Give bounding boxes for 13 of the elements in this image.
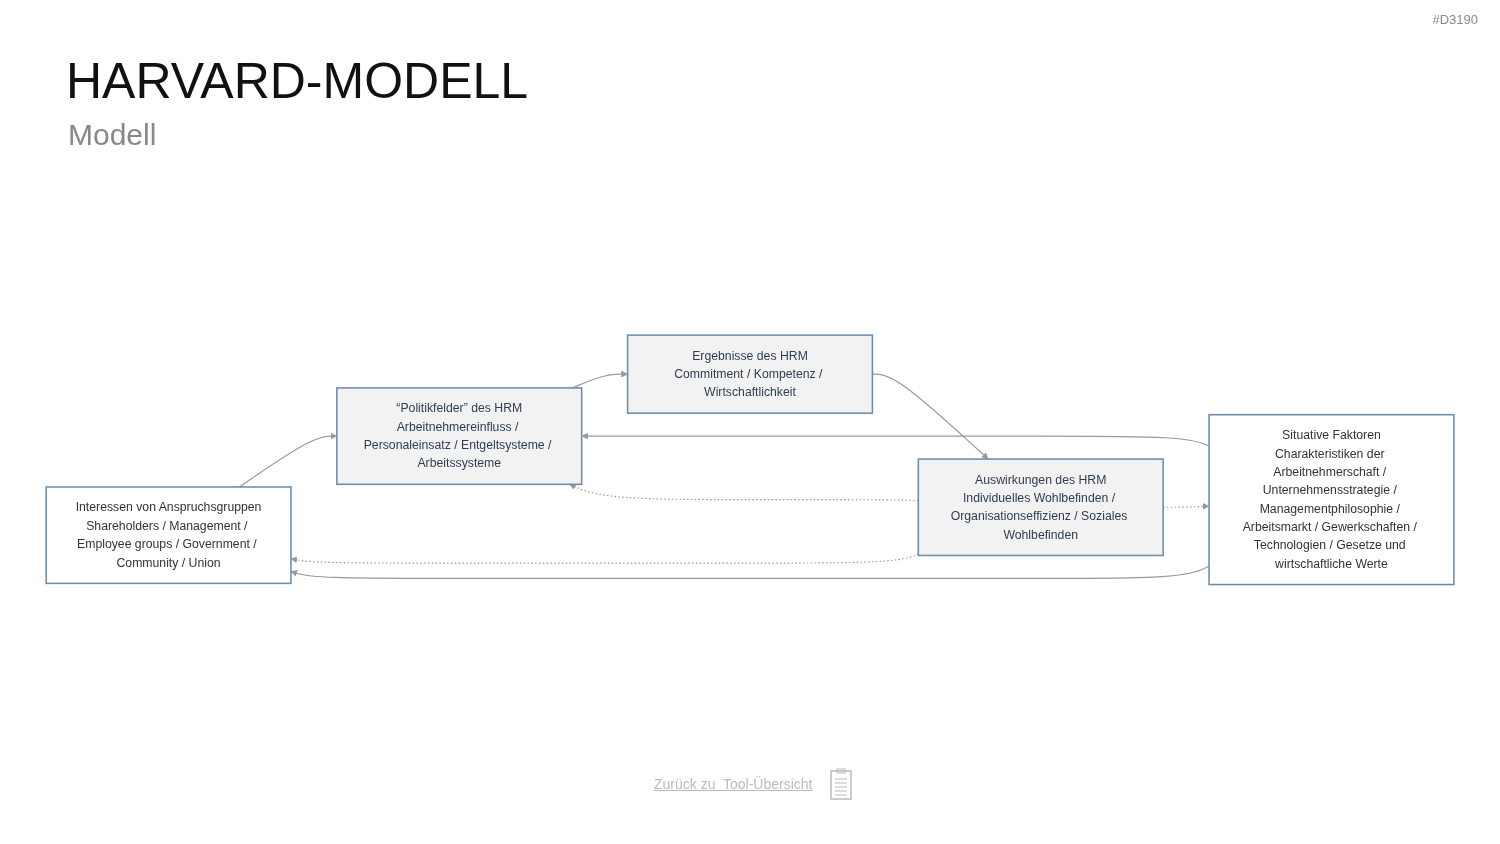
slide-code: #D3190: [1432, 12, 1478, 27]
subtitle: Modell: [68, 118, 157, 152]
arrow: [581, 432, 1210, 447]
node-box: Ergebnisse des HRM Commitment / Kompetenz / Wirtschaftlichkeit: [626, 334, 874, 415]
back-link: Zurück zu Tool-Übersicht: [654, 776, 813, 792]
node-box: Interessen von Anspruchsgruppen Shareholders / Management / Employee groups / Government / Community / Union: [45, 486, 292, 585]
node-box: “Politikfelder” des HRM Arbeitnehmereinfluss / Personaleinsatz / Entgeltsysteme / Arbeitssysteme: [336, 387, 583, 486]
arrow: [571, 370, 628, 389]
node-box: Situative Faktoren Charakteristiken der Arbeitnehmerschaft / Unternehmensstrategie / Managementphilosophie / Arbeitsmarkt / Gewerkschaften / Technologien / Gesetze und wirtschaftliche Werte: [1208, 414, 1455, 586]
arrow: [290, 553, 919, 564]
node-box: Auswirkungen des HRM Individuelles Wohlbefinden / Organisationseffizienz / Soziales Wohlbefinden: [917, 458, 1164, 557]
arrow: [290, 565, 1210, 580]
title: HARVARD-MODELL: [66, 52, 529, 110]
